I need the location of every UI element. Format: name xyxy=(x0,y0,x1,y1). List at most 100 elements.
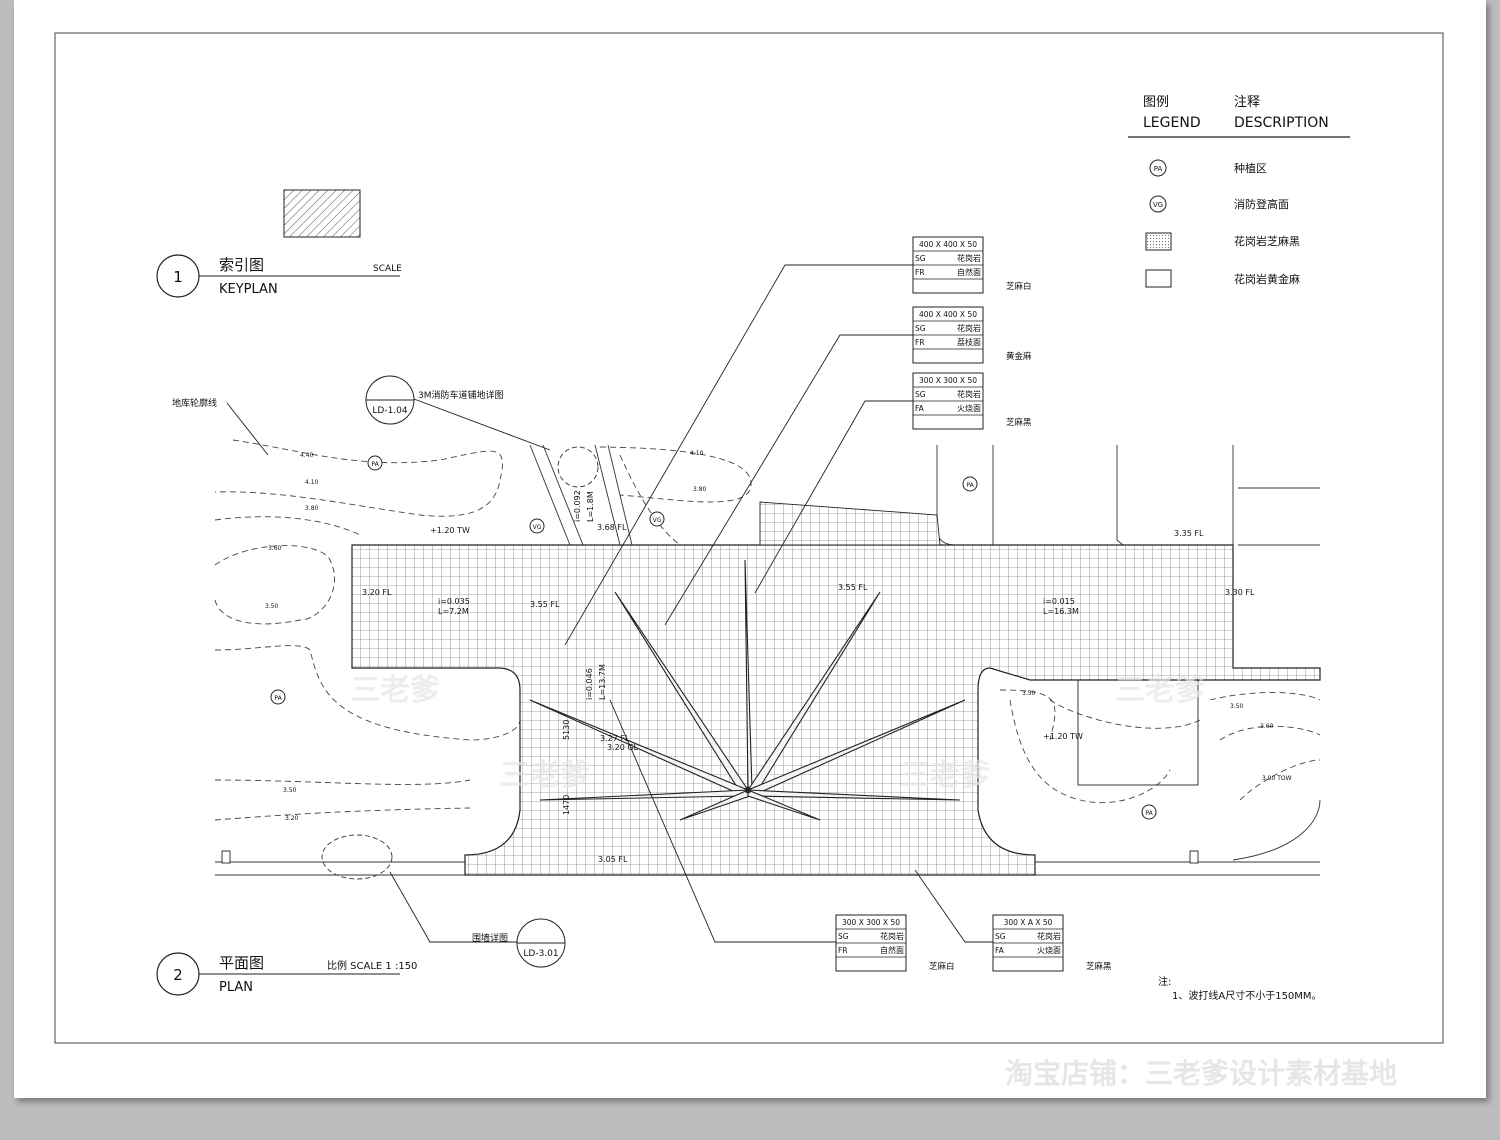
svg-text:i=0.015: i=0.015 xyxy=(1043,597,1075,606)
svg-text:PA: PA xyxy=(274,695,282,702)
pa-symbol-icon xyxy=(1149,159,1167,177)
svg-text:3.50: 3.50 xyxy=(283,787,297,794)
granite-paving-plaza xyxy=(351,544,1321,876)
material-tag-desc: 花岗岩 xyxy=(880,931,904,941)
keyplan-number: 1 xyxy=(173,268,183,286)
contour-lines xyxy=(214,439,1321,821)
material-tag-size: 300 X A X 50 xyxy=(1004,918,1053,927)
material-tag-code: FR xyxy=(838,946,848,955)
svg-text:+1.20 TW: +1.20 TW xyxy=(430,526,470,535)
svg-text:3.05 FL: 3.05 FL xyxy=(598,855,628,864)
planter-wall-right xyxy=(1077,679,1199,786)
svg-text:i=0.092: i=0.092 xyxy=(573,490,582,522)
svg-text:3.50: 3.50 xyxy=(265,603,279,610)
material-tag-size: 400 X 400 X 50 xyxy=(919,310,977,319)
svg-text:3.55 FL: 3.55 FL xyxy=(530,600,560,609)
sheet-border xyxy=(54,32,1444,1044)
svg-text:4.10: 4.10 xyxy=(690,450,704,457)
svg-text:3.50: 3.50 xyxy=(1230,703,1244,710)
keyplan-title-en: KEYPLAN xyxy=(219,282,278,297)
svg-text:4.40: 4.40 xyxy=(300,452,314,459)
material-tag-note: 黄金麻 xyxy=(1006,351,1032,362)
callout-label-2: 围墙详图 xyxy=(472,932,508,944)
keyplan-scale: SCALE xyxy=(373,264,402,274)
svg-text:i=0.035: i=0.035 xyxy=(438,597,470,606)
legend-item-pa: 种植区 xyxy=(1234,161,1267,175)
keyplan-title-cn: 索引图 xyxy=(219,256,264,274)
svg-text:3.80: 3.80 xyxy=(305,505,319,512)
callout-code-2: LD-3.01 xyxy=(523,949,558,959)
svg-text:VG: VG xyxy=(533,524,542,531)
material-tag-size: 400 X 400 X 50 xyxy=(919,240,977,249)
svg-text:1470: 1470 xyxy=(562,795,571,815)
material-tag-desc: 火烧面 xyxy=(957,403,981,413)
svg-text:3.80: 3.80 xyxy=(693,486,707,493)
material-tag-code: SG xyxy=(915,254,926,263)
svg-text:+1.20 TW: +1.20 TW xyxy=(1043,732,1083,741)
material-tag-desc: 自然面 xyxy=(880,945,904,955)
legend-header-cn: 图例 xyxy=(1143,95,1169,110)
vg-symbol-icon xyxy=(1149,195,1167,213)
svg-text:三老爹: 三老爹 xyxy=(350,673,440,708)
callout-code-1: LD-1.04 xyxy=(372,406,408,416)
material-tag-code: FR xyxy=(915,268,925,277)
svg-text:3.68 FL: 3.68 FL xyxy=(597,523,627,532)
svg-text:VG: VG xyxy=(1153,201,1163,209)
plan-number: 2 xyxy=(173,966,183,984)
legend-item-vg: 消防登高面 xyxy=(1234,197,1289,211)
material-tag-desc: 花岗岩 xyxy=(957,253,981,263)
plan-title-block: 2 平面图 PLAN 比例 SCALE 1 :150 xyxy=(156,952,417,996)
legend-header-en: LEGEND xyxy=(1143,115,1201,131)
svg-text:3.35 FL: 3.35 FL xyxy=(1174,529,1204,538)
callout-ld-104: LD-1.04 3M消防车道铺地详图 xyxy=(365,375,504,425)
dark-granite-swatch-icon xyxy=(1145,232,1172,251)
material-tag-desc: 自然面 xyxy=(957,267,981,277)
svg-text:3.27 FL: 3.27 FL xyxy=(600,734,630,743)
svg-text:3.50: 3.50 xyxy=(1022,690,1036,697)
legend: 图例 LEGEND 注释 DESCRIPTION PA 种植区 VG 消防登高面… xyxy=(1128,95,1350,288)
svg-text:5130: 5130 xyxy=(562,720,571,740)
svg-text:3.20: 3.20 xyxy=(285,815,299,822)
svg-text:3.90 TOW: 3.90 TOW xyxy=(1262,775,1292,782)
svg-text:PA: PA xyxy=(1145,810,1153,817)
svg-text:L=16.3M: L=16.3M xyxy=(1043,607,1079,616)
svg-text:PA: PA xyxy=(966,482,974,489)
plan-scale: 比例 SCALE 1 :150 xyxy=(327,959,417,972)
svg-text:L=7.2M: L=7.2M xyxy=(438,607,469,616)
material-tag-code: SG xyxy=(995,932,1006,941)
material-tag-code: SG xyxy=(915,390,926,399)
plan-drawing xyxy=(214,264,1321,943)
basement-outline-label: 地库轮廓线 xyxy=(172,397,217,409)
svg-text:PA: PA xyxy=(371,461,379,468)
paving-upper xyxy=(759,501,941,546)
legend-item-dark-granite: 花岗岩芝麻黑 xyxy=(1234,234,1300,248)
material-tag-size: 300 X 300 X 50 xyxy=(842,918,900,927)
svg-text:3.30 FL: 3.30 FL xyxy=(1225,588,1255,597)
svg-text:三老爹: 三老爹 xyxy=(900,758,990,793)
leader-lines xyxy=(226,264,993,943)
svg-text:3.55 FL: 3.55 FL xyxy=(838,583,868,592)
material-tag-desc: 花岗岩 xyxy=(957,323,981,333)
material-tag-note: 芝麻黑 xyxy=(1006,417,1032,428)
material-tag-code: FA xyxy=(995,946,1005,955)
material-tag-code: FR xyxy=(915,338,925,347)
drawing-watermarks: 三老爹 三老爹 三老爹 三老爹 xyxy=(350,673,1205,793)
svg-text:i=0.046: i=0.046 xyxy=(585,668,594,700)
svg-text:3.60: 3.60 xyxy=(268,545,282,552)
material-tag-size: 300 X 300 X 50 xyxy=(919,376,977,385)
material-tag-code: SG xyxy=(838,932,849,941)
callout-ld-301: LD-3.01 围墙详图 xyxy=(472,918,566,968)
material-tag-note: 芝麻白 xyxy=(1006,281,1032,292)
description-header-en: DESCRIPTION xyxy=(1234,115,1329,131)
plan-title-cn: 平面图 xyxy=(219,954,264,972)
material-tag-note: 芝麻白 xyxy=(929,961,955,972)
material-tag-desc: 花岗岩 xyxy=(1037,931,1061,941)
material-tag-desc: 荔枝面 xyxy=(957,337,981,347)
keyplan-hatch xyxy=(283,189,361,238)
callout-label-1: 3M消防车道铺地详图 xyxy=(418,389,504,401)
svg-text:三老爹: 三老爹 xyxy=(1115,673,1205,708)
footer-watermark: 淘宝店铺：三老爹设计素材基地 xyxy=(1005,1057,1397,1090)
material-tag-desc: 火烧面 xyxy=(1037,945,1061,955)
svg-text:3.20 GL: 3.20 GL xyxy=(607,743,639,752)
